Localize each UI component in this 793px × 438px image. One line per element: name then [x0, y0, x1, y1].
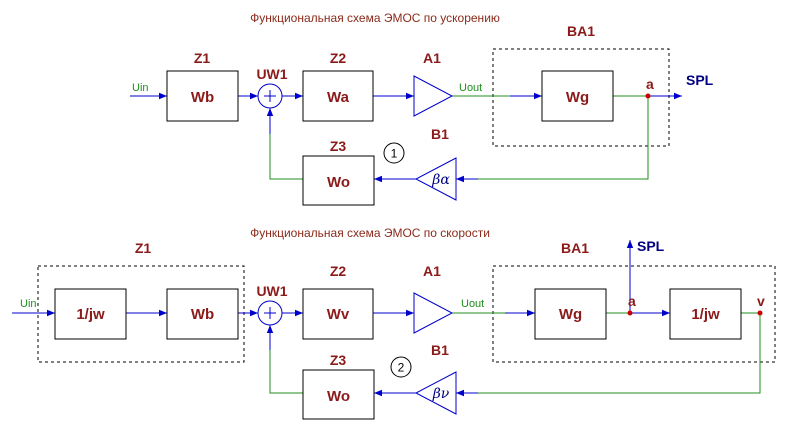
label-ba1: BA1 [561, 240, 589, 256]
label-z3: Z3 [330, 138, 347, 154]
wire-z3-up [269, 350, 303, 394]
node-v [757, 310, 763, 316]
block-z3-label: Wo [327, 388, 350, 405]
label-z2: Z2 [330, 50, 347, 66]
label-b1: B1 [431, 342, 449, 358]
block-wb [166, 288, 239, 340]
gain-b1-symbol: βα [431, 172, 450, 188]
block-z2 [302, 70, 374, 122]
signal-uin: Uin [132, 82, 149, 94]
loop-marker-1 [383, 142, 405, 164]
block-int2 [669, 288, 742, 340]
gain-b1-symbol: βν [432, 386, 450, 402]
node-a-label: a [628, 293, 636, 309]
label-a1: A1 [423, 263, 441, 279]
label-a1: A1 [423, 50, 441, 66]
gain-b1 [414, 157, 457, 201]
wire-feedback-down [478, 96, 649, 180]
loop-marker-1-number: 1 [391, 147, 398, 161]
block-z3 [302, 369, 375, 420]
block-wg [541, 70, 614, 122]
block-z3 [302, 155, 375, 206]
label-uw1: UW1 [256, 66, 287, 82]
block-int1 [54, 288, 127, 340]
label-z2: Z2 [330, 263, 347, 279]
label-b1: B1 [431, 126, 449, 142]
z1-enclosure [37, 265, 245, 363]
label-z1: Z1 [135, 240, 152, 256]
node-a [645, 93, 651, 99]
block-int1-label: 1/jw [76, 306, 105, 323]
amplifier-a1 [413, 75, 454, 117]
block-z1 [166, 70, 239, 122]
wire-z3-up [269, 134, 303, 180]
label-z3: Z3 [330, 352, 347, 368]
diagram2-title: Функциональная схема ЭМОС по скорости [250, 226, 490, 240]
block-z2-label: Wa [327, 89, 350, 106]
signal-uout: Uout [461, 298, 484, 310]
label-uw1: UW1 [256, 283, 287, 299]
ba1-enclosure [492, 48, 670, 147]
ba1-enclosure [492, 265, 776, 363]
output-spl: SPL [686, 72, 714, 88]
node-a-label: a [646, 76, 654, 92]
block-wb-label: Wb [191, 306, 214, 323]
loop-marker-2-number: 2 [398, 361, 405, 375]
loop-marker-2 [390, 356, 412, 378]
gain-b1 [414, 371, 457, 415]
block-wg [534, 288, 607, 340]
block-wg-label: Wg [559, 306, 582, 323]
diagram-velocity: Функциональная схема ЭМОС по скорости Z1… [12, 226, 776, 420]
block-z2 [302, 288, 374, 340]
block-z2-label: Wv [327, 306, 350, 323]
label-ba1: BA1 [567, 23, 595, 39]
diagram-acceleration: Функциональная схема ЭМОС по ускорению Z… [130, 11, 714, 206]
signal-uin: Uin [20, 298, 37, 310]
amplifier-a1 [413, 292, 454, 334]
block-wg-label: Wg [566, 89, 589, 106]
output-spl: SPL [637, 238, 665, 254]
wire-feedback-down [478, 313, 761, 394]
node-a [627, 310, 633, 316]
block-z3-label: Wo [327, 174, 350, 191]
label-z1: Z1 [194, 50, 211, 66]
node-v-label: v [757, 293, 765, 309]
block-z1-label: Wb [191, 89, 214, 106]
diagram1-title: Функциональная схема ЭМОС по ускорению [250, 11, 500, 25]
signal-uout: Uout [459, 82, 482, 94]
block-int2-label: 1/jw [691, 306, 720, 323]
